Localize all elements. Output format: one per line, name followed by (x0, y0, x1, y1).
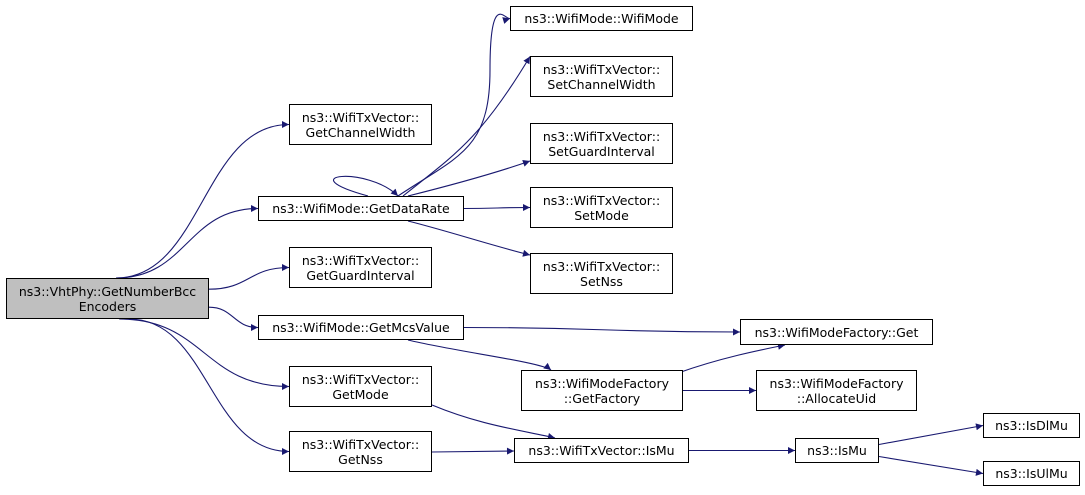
edge-layer (115, 13, 984, 476)
node-txv-nss[interactable]: ns3::WifiTxVector::GetNss (289, 431, 432, 472)
node-wm-dr[interactable]: ns3::WifiMode::GetDataRate (258, 196, 464, 221)
edge-txv-mode-to-txv-ismu (431, 404, 556, 440)
node-wm-ctor[interactable]: ns3::WifiMode::WifiMode (510, 6, 693, 31)
node-label-line: GetChannelWidth (305, 124, 416, 140)
node-wmf-get[interactable]: ns3::WifiModeFactory::Get (740, 319, 933, 345)
node-txv-mode[interactable]: ns3::WifiTxVector::GetMode (289, 366, 432, 407)
node-label-line: ::AllocateUid (796, 390, 877, 406)
node-label-line: GetMode (332, 386, 389, 402)
edge-root-to-txv-nss (128, 318, 290, 455)
node-label-line: ns3::WifiTxVector::IsMu (528, 443, 675, 458)
node-isdlmu[interactable]: ns3::IsDlMu (983, 413, 1080, 438)
node-label-line: GetNss (338, 451, 383, 467)
node-label-line: SetMode (574, 207, 629, 223)
edge-root-to-wm-dr (115, 205, 259, 279)
edge-wm-mcs-to-wmf-getf (407, 339, 552, 371)
edge-wm-dr-to-wm-ctor (397, 13, 511, 197)
node-label-line: ns3::WifiTxVector:: (542, 258, 661, 274)
node-txv-setmode[interactable]: ns3::WifiTxVector::SetMode (530, 187, 673, 228)
edge-wmf-getf-to-wmf-get (677, 342, 786, 374)
node-label-line: ns3::VhtPhy::GetNumberBcc (18, 283, 197, 299)
edge-ismu-to-isulmu (878, 455, 984, 476)
node-isulmu[interactable]: ns3::IsUlMu (983, 461, 1080, 486)
node-label-line: ns3::IsUlMu (995, 466, 1068, 481)
node-label-line: ns3::IsDlMu (995, 418, 1068, 433)
node-label-line: SetNss (580, 273, 623, 289)
node-wm-mcs[interactable]: ns3::WifiMode::GetMcsValue (258, 315, 464, 340)
node-label-line: ns3::WifiMode::GetDataRate (272, 201, 450, 216)
node-label-line: ns3::WifiModeFactory::Get (754, 324, 919, 340)
node-txv-chw[interactable]: ns3::WifiTxVector::GetChannelWidth (289, 104, 432, 145)
edge-wm-dr-to-txv-setnss (407, 220, 531, 257)
node-label-line: ns3::WifiTxVector:: (301, 252, 420, 268)
edge-root-to-wm-mcs (208, 306, 259, 331)
edge-root-to-txv-gi (208, 264, 290, 290)
node-label-line: ns3::WifiMode::WifiMode (524, 11, 679, 26)
node-label-line: ns3::WifiTxVector:: (542, 128, 661, 144)
node-label-line: ns3::WifiTxVector:: (301, 109, 420, 125)
node-txv-setchw[interactable]: ns3::WifiTxVector::SetChannelWidth (530, 56, 673, 97)
node-label-line: ns3::WifiTxVector:: (542, 192, 661, 208)
node-label-line: ns3::WifiModeFactory (769, 375, 904, 391)
edge-ismu-to-isdlmu (878, 423, 984, 446)
node-label-line: ns3::WifiTxVector:: (301, 436, 420, 452)
node-txv-gi[interactable]: ns3::WifiTxVector::GetGuardInterval (289, 247, 432, 288)
edge-root-to-txv-chw (115, 121, 290, 279)
node-txv-ismu[interactable]: ns3::WifiTxVector::IsMu (514, 438, 689, 463)
edge-wm-mcs-to-wmf-get (463, 326, 741, 336)
node-txv-setgi[interactable]: ns3::WifiTxVector::SetGuardInterval (530, 123, 673, 164)
node-label-line: ::GetFactory (563, 390, 641, 406)
node-txv-setnss[interactable]: ns3::WifiTxVector::SetNss (530, 253, 673, 294)
edge-wm-dr-to-txv-setchw (402, 56, 531, 197)
node-label-line: ns3::WifiTxVector:: (301, 371, 420, 387)
node-label-line: GetGuardInterval (306, 267, 415, 283)
node-label-line: ns3::WifiTxVector:: (542, 61, 661, 77)
node-wmf-getf[interactable]: ns3::WifiModeFactory::GetFactory (521, 370, 683, 411)
node-label-line: ns3::WifiModeFactory (535, 375, 669, 391)
node-label-line: SetChannelWidth (547, 76, 656, 92)
edge-txv-nss-to-txv-ismu (431, 447, 515, 455)
node-label-line: ns3::WifiMode::GetMcsValue (272, 320, 450, 335)
edge-wm-dr-to-wm-dr (333, 175, 399, 197)
node-label-line: Encoders (78, 298, 137, 314)
node-wmf-alloc[interactable]: ns3::WifiModeFactory::AllocateUid (756, 370, 917, 411)
edge-wm-dr-to-txv-setgi (407, 160, 531, 197)
node-label-line: ns3::IsMu (807, 443, 867, 458)
edge-wm-dr-to-txv-setmode (463, 204, 531, 212)
node-label-line: SetGuardInterval (548, 143, 655, 159)
node-ismu[interactable]: ns3::IsMu (795, 438, 879, 463)
